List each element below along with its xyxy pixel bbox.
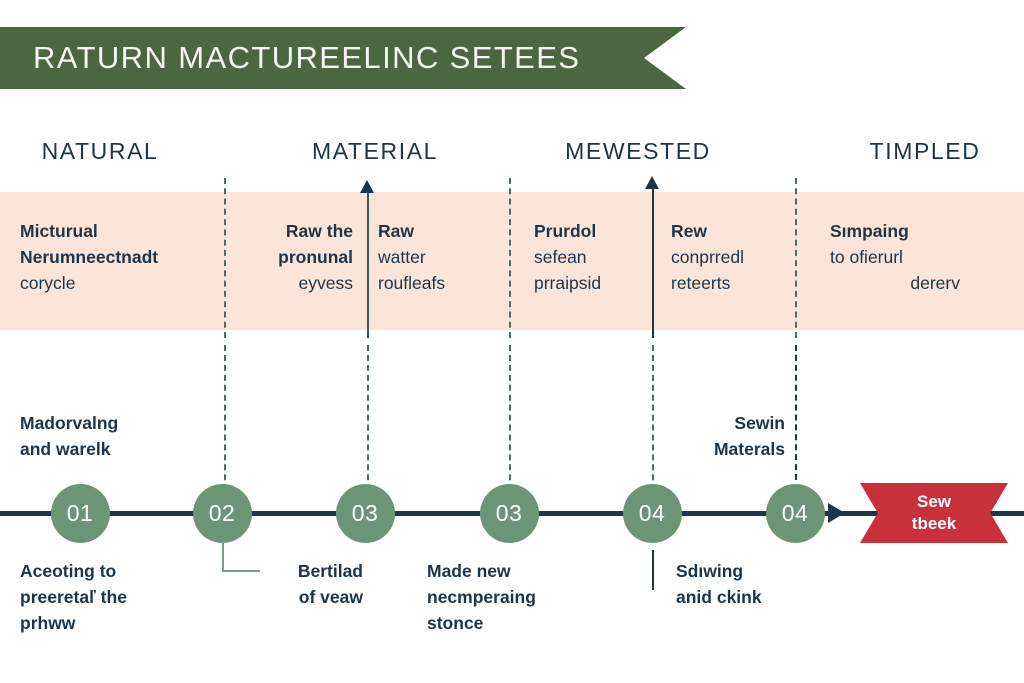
arrow-up-icon-1 <box>360 180 374 193</box>
timeline-node-04a[interactable]: 04 <box>622 484 682 543</box>
connector-elbow <box>222 540 260 572</box>
bottom-note-3: Made new necmperaing stonce <box>427 561 536 633</box>
timeline-node-03b[interactable]: 03 <box>479 484 539 543</box>
divider-line-2 <box>367 186 369 338</box>
band-cell-2: Raw the pronunal eyvess <box>278 221 353 293</box>
mid-note-right: Sewin Materals <box>713 413 785 459</box>
divider-line-1 <box>224 178 226 338</box>
highlight-band <box>0 192 1024 330</box>
bottom-note-2: Bertilad of veaw <box>297 561 363 607</box>
end-banner[interactable]: Sew tbeek <box>860 483 1008 543</box>
divider-line-mid-1 <box>224 345 226 510</box>
divider-line-mid-2 <box>367 345 369 510</box>
divider-line-4 <box>652 186 654 338</box>
band-cell-3: Raw watter roufleafs <box>378 221 446 293</box>
divider-line-mid-3 <box>509 345 511 510</box>
divider-line-5 <box>795 178 797 338</box>
divider-line-mid-4 <box>652 345 654 510</box>
timeline-node-02[interactable]: 02 <box>192 484 252 543</box>
arrow-right-icon <box>828 503 845 523</box>
divider-line-mid-5 <box>795 345 797 480</box>
mid-note-left: Madorvalng and warelk <box>20 413 119 459</box>
divider-line-3 <box>509 178 511 338</box>
title-ribbon: RATURN MACTUREELINC SETEES <box>0 27 686 89</box>
column-header-material: MATERIAL <box>311 138 439 164</box>
timeline-node-03a[interactable]: 03 <box>335 484 395 543</box>
divider-line-low-1 <box>652 550 654 590</box>
timeline-node-01[interactable]: 01 <box>50 484 110 543</box>
arrow-up-icon-2 <box>645 176 659 189</box>
column-header-mewested: MEWESTED <box>565 138 711 164</box>
end-banner-line2: tbeek <box>911 514 957 533</box>
end-banner-line1: Sew <box>916 492 952 511</box>
timeline-node-04b[interactable]: 04 <box>765 484 825 543</box>
band-cell-5: Rew conprredl reteerts <box>671 221 744 293</box>
band-cell-6: Sımpaing to ofierurl dererv <box>830 221 960 293</box>
band-cell-1: Micturual Nerumneectnadt corycle <box>20 221 159 293</box>
bottom-note-4: Sdıwing anid ckink <box>676 561 762 607</box>
band-cell-4: Prurdol sefean prraipsid <box>534 221 602 293</box>
page-title: RATURN MACTUREELINC SETEES <box>33 40 581 75</box>
column-header-natural: NATURAL <box>41 138 159 164</box>
bottom-note-1: Aceoting to preeretaľ the prhww <box>20 561 127 633</box>
column-header-timpled: TIMPLED <box>869 138 981 164</box>
